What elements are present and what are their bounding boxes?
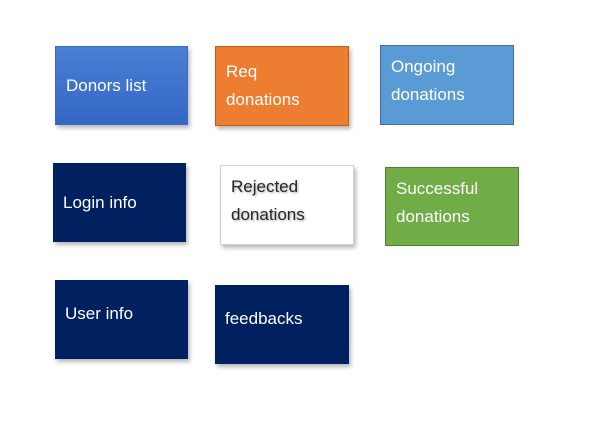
- donors-list-label: Donors list: [66, 75, 147, 95]
- rejected-donations-button[interactable]: Rejected donations: [220, 165, 354, 245]
- successful-donations-button[interactable]: Successful donations: [385, 167, 519, 246]
- successful-donations-label: Successful donations: [396, 179, 479, 226]
- donors-list-button[interactable]: Donors list: [55, 46, 188, 125]
- ongoing-donations-label: Ongoing donations: [391, 57, 465, 104]
- login-info-button[interactable]: Login info: [53, 163, 186, 242]
- req-donations-button[interactable]: Req donations: [215, 46, 349, 126]
- ongoing-donations-button[interactable]: Ongoing donations: [380, 45, 514, 125]
- req-donations-label: Req donations: [226, 62, 300, 109]
- user-info-button[interactable]: User info: [55, 280, 188, 359]
- feedbacks-label: feedbacks: [225, 309, 303, 328]
- rejected-donations-label: Rejected donations: [231, 177, 305, 224]
- login-info-label: Login info: [63, 192, 137, 212]
- user-info-label: User info: [65, 304, 134, 323]
- feedbacks-button[interactable]: feedbacks: [215, 285, 349, 364]
